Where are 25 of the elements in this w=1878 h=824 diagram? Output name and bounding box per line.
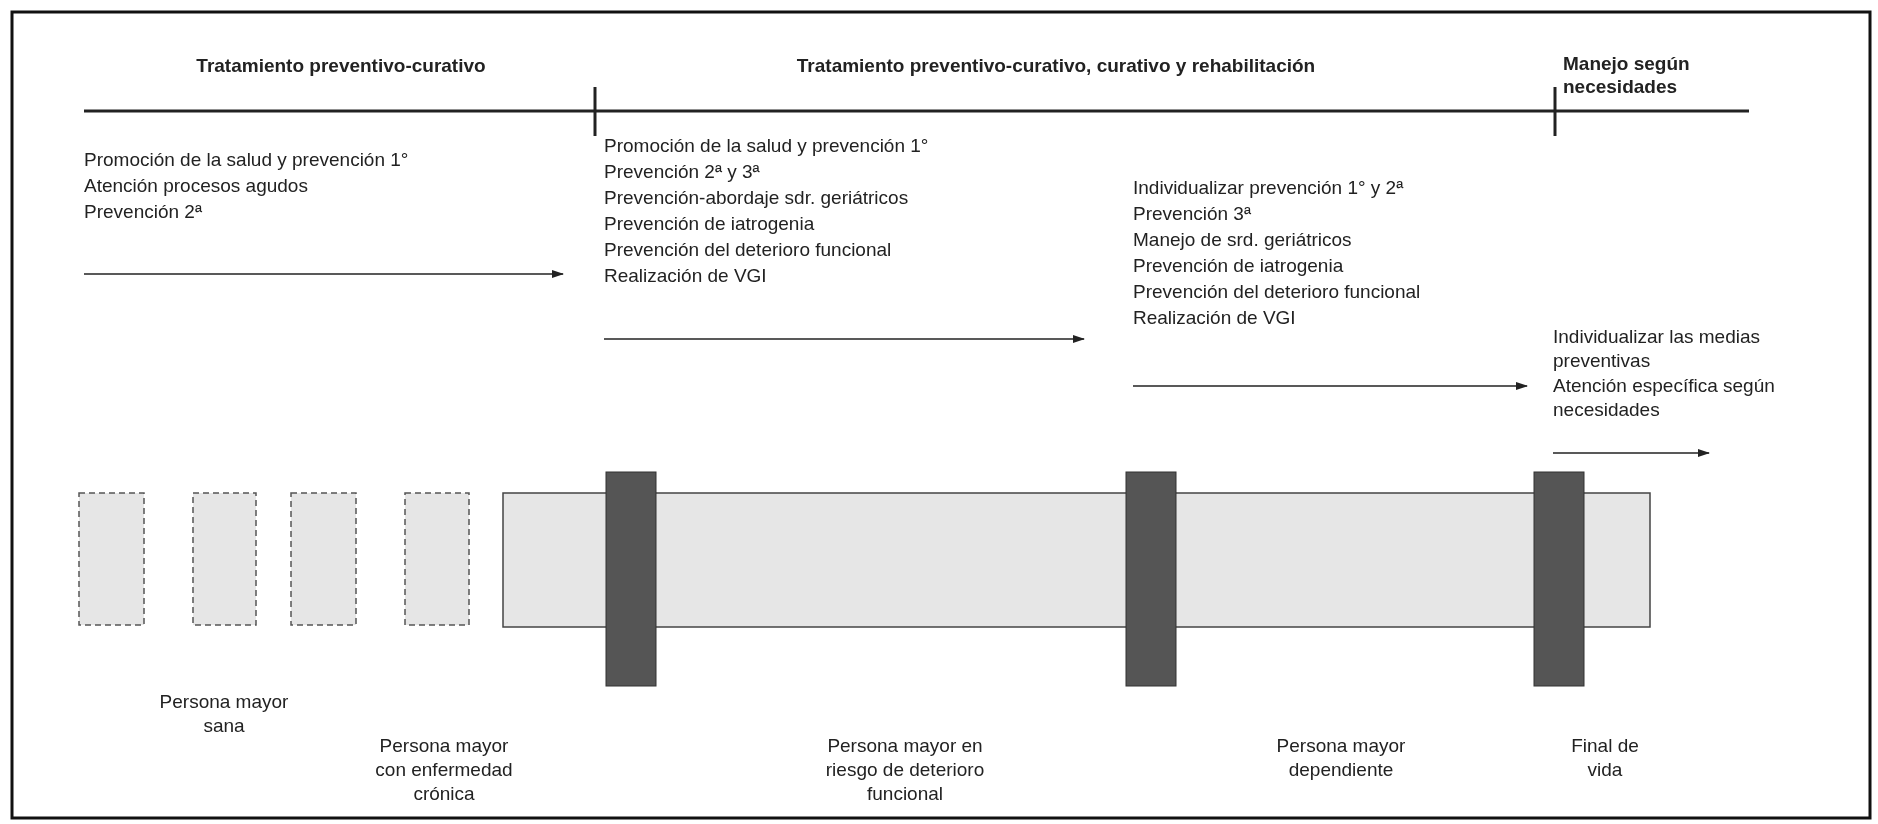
measure-item: Individualizar las medias preventivas (1553, 325, 1761, 373)
section-heading: Manejo según necesidades (1563, 52, 1691, 98)
measure-item: Atención específica según necesidades (1553, 374, 1776, 422)
measure-item: Realización de VGI (1133, 306, 1296, 330)
stage-caption: Persona mayor con enfermedad crónica (374, 734, 514, 806)
measure-item: Atención procesos agudos (84, 174, 308, 198)
measure-item: Prevención del deterioro funcional (1133, 280, 1421, 304)
section-heading: Tratamiento preventivo-curativo (195, 54, 487, 77)
measure-item: Prevención 3ª (1133, 202, 1251, 226)
measure-item: Prevención de iatrogenia (604, 212, 815, 236)
measure-item: Prevención del deterioro funcional (604, 238, 892, 262)
measure-item: Prevención 2ª y 3ª (604, 160, 760, 184)
section-heading: Tratamiento preventivo-curativo, curativo y rehabilitación (795, 54, 1317, 77)
measure-item: Prevención-abordaje sdr. geriátricos (604, 186, 909, 210)
stage-caption: Final de vida (1570, 734, 1640, 782)
stage-caption: Persona mayor dependiente (1275, 734, 1407, 782)
stage-caption: Persona mayor sana (158, 690, 290, 738)
measure-item: Realización de VGI (604, 264, 767, 288)
measure-item: Manejo de srd. geriátricos (1133, 228, 1352, 252)
measure-item: Individualizar prevención 1° y 2ª (1133, 176, 1404, 200)
measure-item: Prevención 2ª (84, 200, 202, 224)
measure-item: Prevención de iatrogenia (1133, 254, 1344, 278)
stage-caption: Persona mayor en riesgo de deterioro funcional (824, 734, 986, 806)
measure-item: Promoción de la salud y prevención 1° (84, 148, 409, 172)
measure-item: Promoción de la salud y prevención 1° (604, 134, 929, 158)
